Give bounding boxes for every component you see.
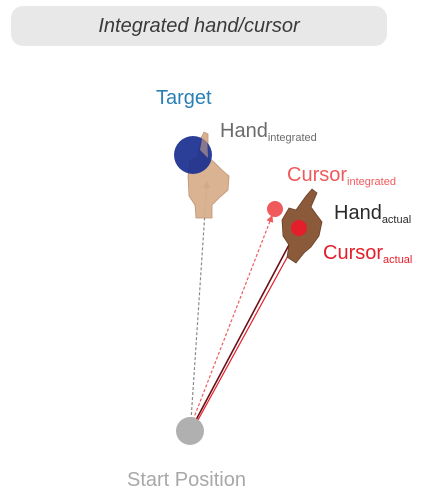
start-position-circle: [176, 417, 204, 445]
hand-integrated-label: Handintegrated: [220, 120, 317, 144]
title-text: Integrated hand/cursor: [98, 14, 300, 37]
title-banner: Integrated hand/cursor: [11, 6, 387, 46]
path-actual-red: [197, 231, 302, 421]
cursor-actual-dot: [291, 220, 307, 236]
hand-actual-label: Handactual: [334, 202, 412, 226]
path-actual-dark: [195, 242, 291, 421]
start-position-label: Start Position: [127, 469, 246, 491]
cursor-actual-label: Cursoractual: [323, 242, 413, 266]
cursor-integrated-dot: [267, 201, 283, 217]
target-label: Target: [156, 87, 212, 109]
cursor-integrated-label: Cursorintegrated: [287, 164, 396, 188]
path-to-cursor-integrated: [192, 214, 274, 421]
